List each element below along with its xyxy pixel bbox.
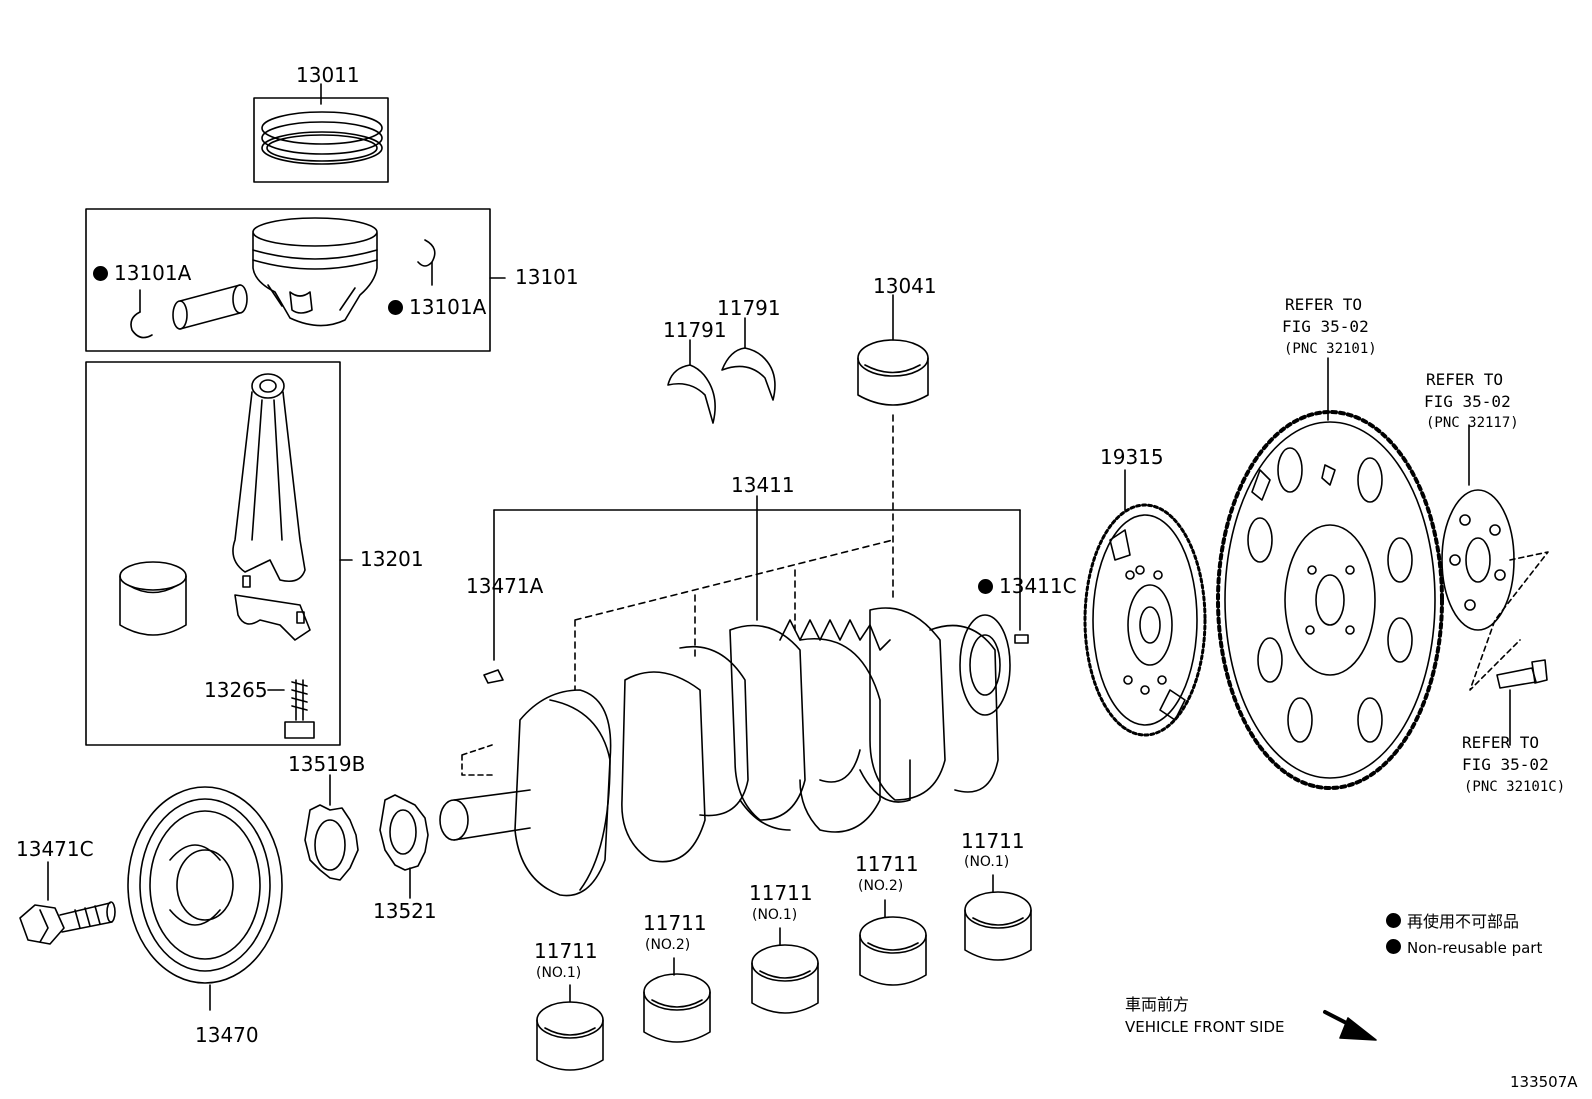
ref-flywheel-line2: FIG 35-02 <box>1282 317 1369 336</box>
label-main-bearing-5: 11711 <box>961 829 1025 853</box>
front-direction-arrow <box>1323 1010 1377 1041</box>
flywheel-bolt-drawing <box>1496 659 1548 746</box>
label-piston-sub-assy: 13101 <box>515 265 579 289</box>
ref-flywheel-line3: (PNC 32101) <box>1284 341 1377 357</box>
crankshaft-drawing <box>439 539 1011 897</box>
main-bearing-1-drawing <box>536 984 604 1071</box>
legend-en: Non-reusable part <box>1386 938 1542 958</box>
crankshaft-pulley-drawing <box>127 786 283 1011</box>
main-bearing-4-drawing <box>859 899 927 986</box>
label-pulley: 13470 <box>195 1023 259 1047</box>
label-snap-ring-right: 13101A <box>388 296 486 318</box>
thrust-washers-drawing <box>667 317 776 424</box>
ref-bolt-line3: (PNC 32101C) <box>1464 779 1566 795</box>
main-bearing-2-drawing <box>643 957 711 1043</box>
label-main-bearing-4: 11711 <box>855 852 919 876</box>
label-main-bearing-1: 11711 <box>534 939 598 963</box>
label-pin-a: 13471A <box>466 574 544 598</box>
label-main-bearing-4-sub: (NO.2) <box>858 878 904 894</box>
label-crankshaft: 13411 <box>731 473 795 497</box>
label-connecting-rod: 13201 <box>360 547 424 571</box>
label-rod-bolt: 13265 <box>204 678 268 702</box>
legend-jp: 再使用不可部品 <box>1386 912 1519 932</box>
label-main-bearing-2: 11711 <box>643 911 707 935</box>
label-rod-bearing: 13041 <box>873 274 937 298</box>
rod-bearing-drawing <box>857 294 929 601</box>
crankshaft-bracket <box>483 495 1029 684</box>
connecting-rod-drawing <box>119 373 353 739</box>
non-reusable-dot-icon <box>1386 939 1401 954</box>
label-snap-ring-left: 13101A <box>93 262 191 284</box>
non-reusable-dot-icon <box>978 579 993 594</box>
label-main-bearing-2-sub: (NO.2) <box>645 937 691 953</box>
piston-ring-set-drawing <box>261 83 383 165</box>
signal-rotor-drawing <box>1083 469 1207 737</box>
label-timing-sprocket-key: 13519B <box>288 752 366 776</box>
conrod-frame <box>85 361 341 746</box>
label-pulley-bolt: 13471C <box>16 837 94 861</box>
pulley-bolt-drawing <box>19 861 116 945</box>
label-main-bearing-3: 11711 <box>749 881 813 905</box>
non-reusable-dot-icon <box>388 300 403 315</box>
non-reusable-dot-icon <box>93 266 108 281</box>
ref-bolt-line2: FIG 35-02 <box>1462 755 1549 774</box>
label-thrust-washer-b: 11791 <box>717 296 781 320</box>
ref-plate-line2: FIG 35-02 <box>1424 392 1511 411</box>
non-reusable-dot-icon <box>1386 913 1401 928</box>
label-piston-ring-set: 13011 <box>296 63 360 87</box>
label-main-bearing-3-sub: (NO.1) <box>752 907 798 923</box>
piston-frame <box>85 208 491 352</box>
label-pin-c: 13411C <box>978 575 1077 597</box>
ref-plate-line3: (PNC 32117) <box>1426 415 1519 431</box>
ref-bolt-line1: REFER TO <box>1462 733 1540 752</box>
direction-en: VEHICLE FRONT SIDE <box>1125 1018 1285 1036</box>
flywheel-plate-drawing <box>1441 424 1549 691</box>
ref-flywheel-line1: REFER TO <box>1285 295 1363 314</box>
label-main-bearing-1-sub: (NO.1) <box>536 965 582 981</box>
figure-id: 133507A <box>1510 1073 1578 1091</box>
direction-jp: 車両前方 <box>1125 995 1190 1014</box>
label-main-bearing-5-sub: (NO.1) <box>964 854 1010 870</box>
ref-plate-line1: REFER TO <box>1426 370 1504 389</box>
label-timing-sprocket: 13521 <box>373 899 437 923</box>
main-bearing-3-drawing <box>751 927 819 1014</box>
piston-drawing <box>130 217 506 339</box>
main-bearing-5-drawing <box>964 874 1032 961</box>
timing-sprocket-drawing <box>304 774 429 899</box>
label-thrust-washer-a: 11791 <box>663 318 727 342</box>
label-signal-rotor: 19315 <box>1100 445 1164 469</box>
drive-plate-drawing <box>1216 357 1444 790</box>
